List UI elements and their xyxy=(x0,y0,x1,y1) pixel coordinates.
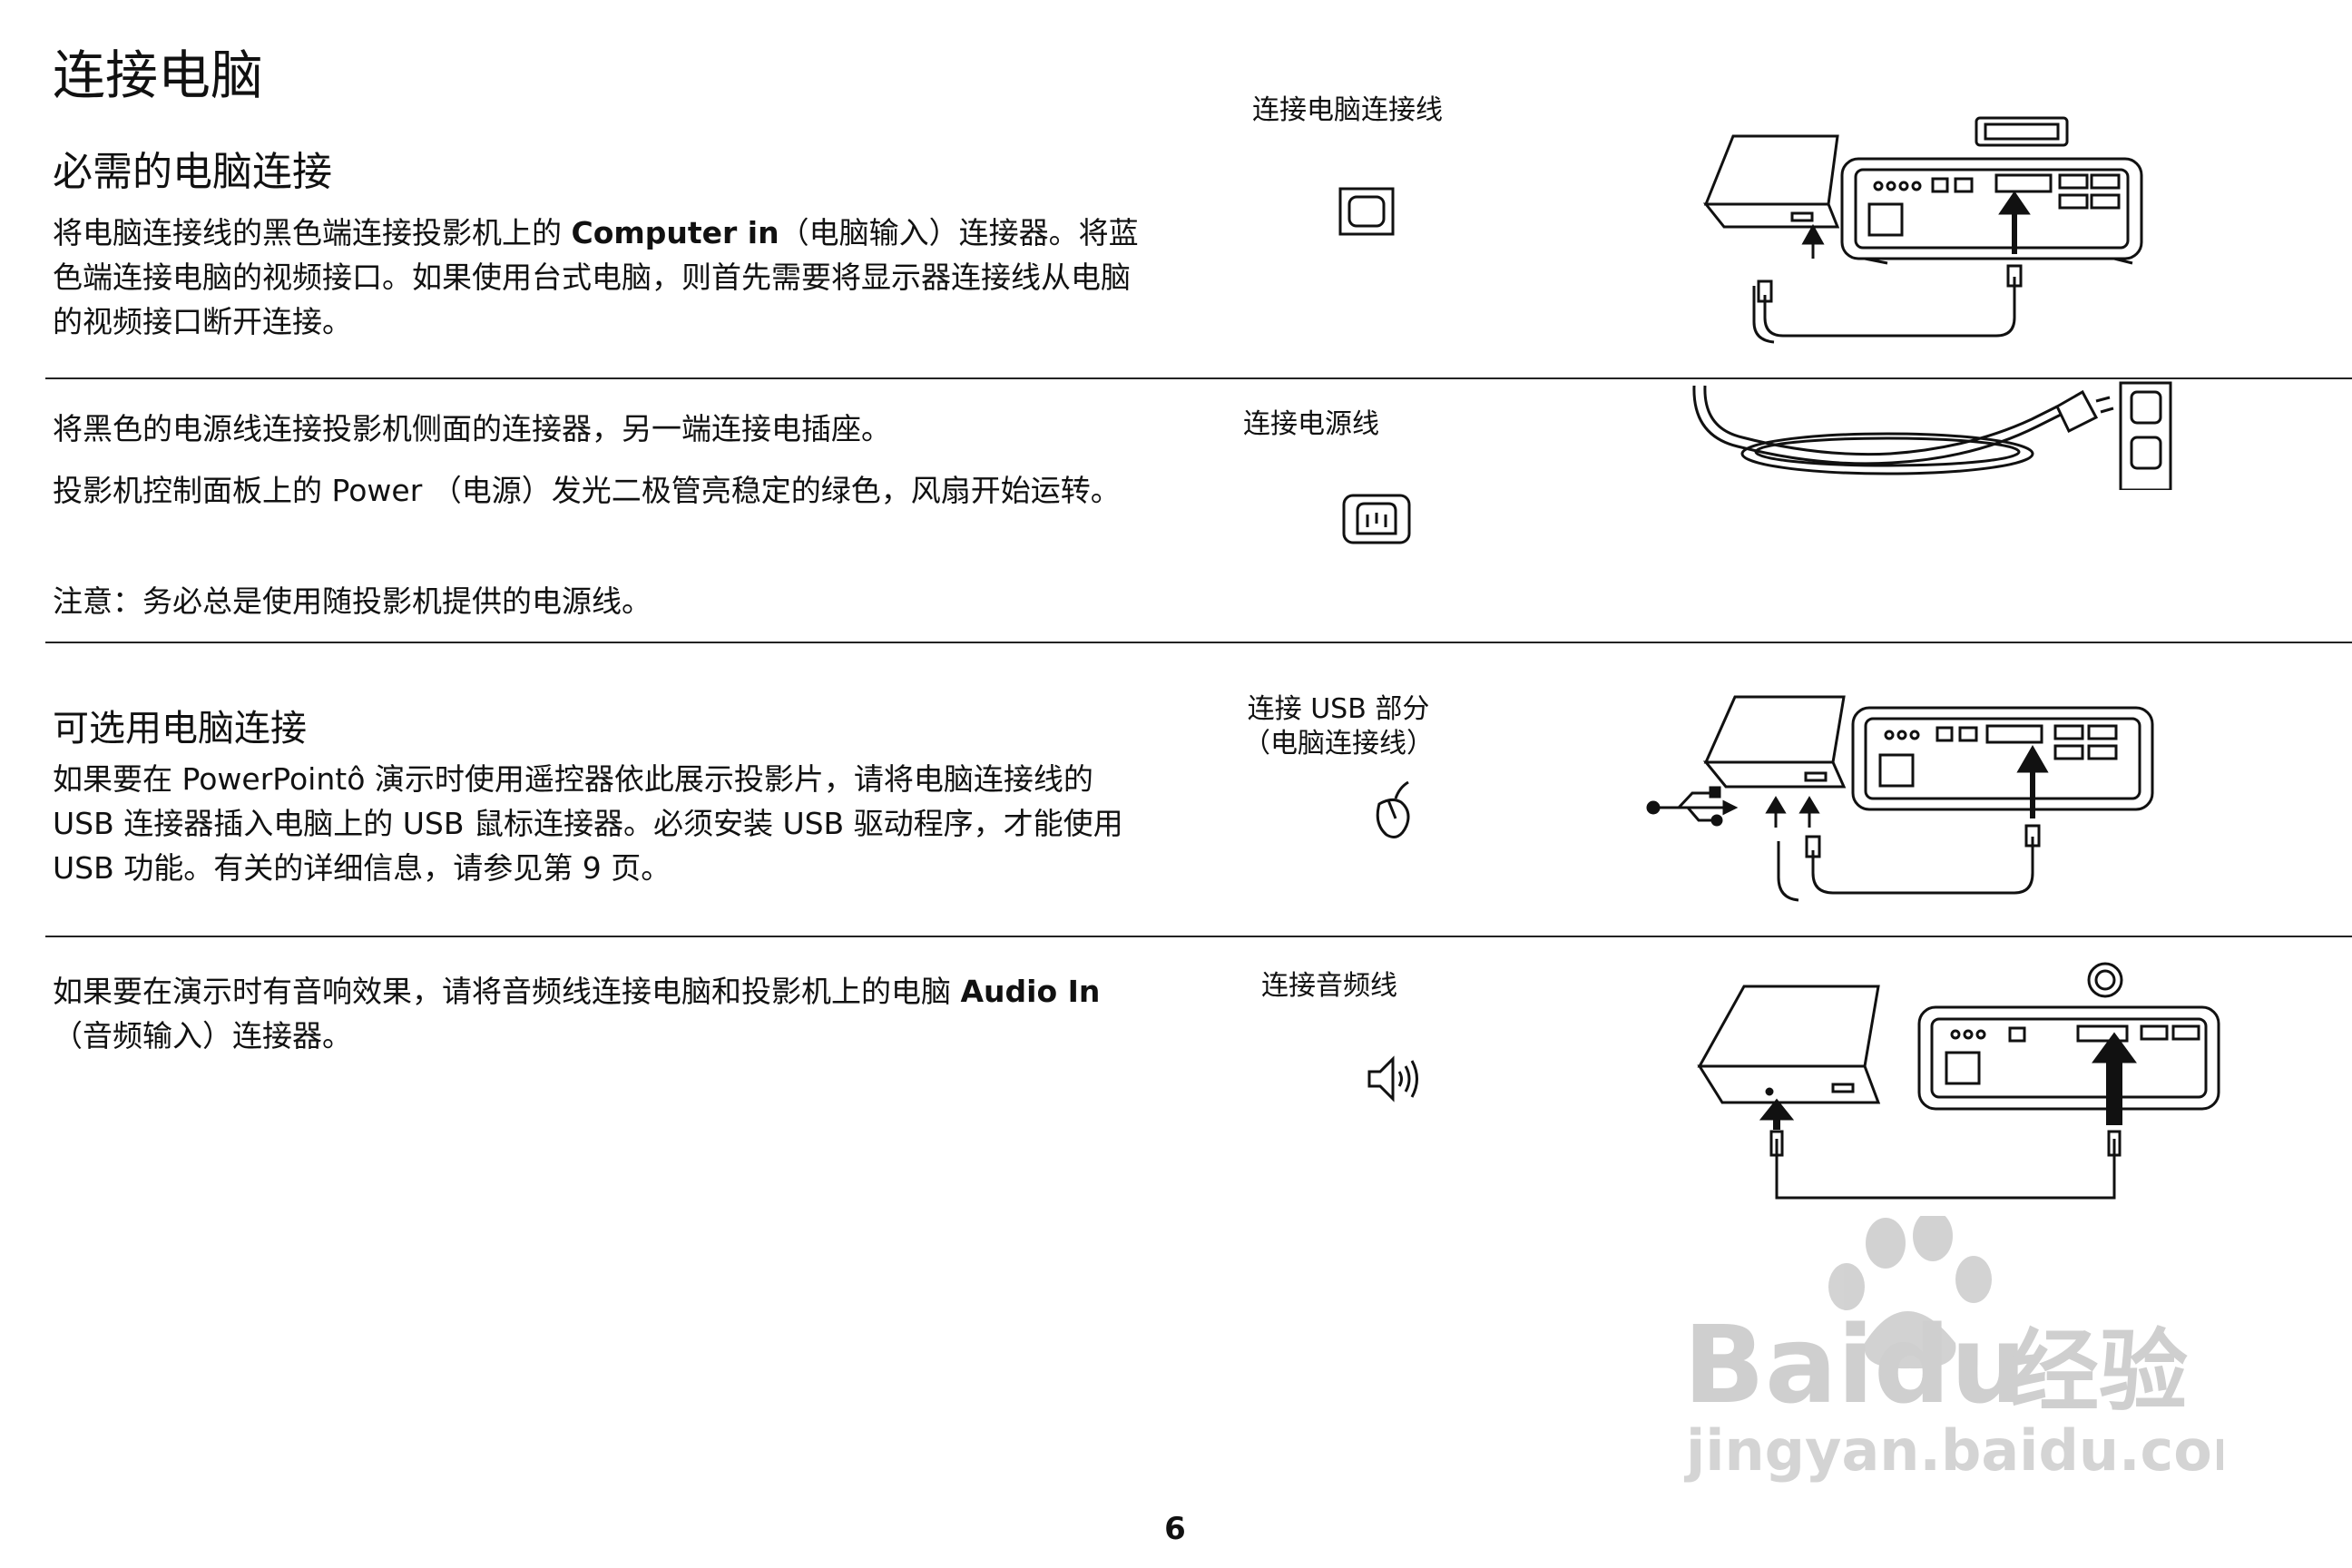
bold-term: Computer in xyxy=(571,215,779,250)
caption-usb-line-2: （电脑连接线） xyxy=(1243,728,1434,760)
bold-term: Audio In xyxy=(960,974,1101,1009)
usb-paragraph: 如果要在 PowerPointô 演示时使用遥控器依此展示投影片，请将电脑连接线… xyxy=(53,761,1123,886)
section-divider xyxy=(45,936,2352,937)
power-cable-diagram xyxy=(1692,381,2172,490)
power-paragraph-2: 投影机控制面板上的 Power （电源）发光二极管亮稳定的绿色，风扇开始运转。 xyxy=(53,473,1121,508)
watermark-brand-text: Baidu xyxy=(1683,1302,2027,1427)
caption-usb: 连接 USB 部分 （电脑连接线） xyxy=(1216,692,1461,761)
text-span: （音频输入）连接器。 xyxy=(53,1018,352,1054)
computer-cable-diagram xyxy=(1702,116,2143,344)
watermark-brand-cn-text: 经验 xyxy=(2010,1320,2188,1424)
page-title: 连接电脑 xyxy=(53,44,264,106)
section-1-paragraph: 将电脑连接线的黑色端连接投影机上的 Computer in（电脑输入）连接器。将… xyxy=(53,211,1142,344)
power-note: 注意：务必总是使用随投影机提供的电源线。 xyxy=(53,583,652,619)
mouse-icon xyxy=(1376,780,1410,838)
usb-icon xyxy=(1646,786,1739,827)
caption-computer-cable: 连接电脑连接线 xyxy=(1252,94,1443,126)
text-span: 将电脑连接线的黑色端连接投影机上的 xyxy=(53,215,572,250)
monitor-icon xyxy=(1338,187,1395,236)
text-span: 如果要在演示时有音响效果，请将音频线连接电脑和投影机上的电脑 xyxy=(53,974,961,1009)
section-heading-optional: 可选用电脑连接 xyxy=(53,708,307,750)
section-heading-required: 必需的电脑连接 xyxy=(53,149,332,195)
usb-diagram xyxy=(1646,695,2154,902)
speaker-icon xyxy=(1367,1055,1418,1102)
baidu-watermark-logo: Baidu 经验 jingyan.baidu.com xyxy=(1683,1216,2223,1484)
power-socket-icon xyxy=(1342,494,1411,544)
audio-cable-diagram xyxy=(1697,962,2220,1200)
caption-audio-cable: 连接音频线 xyxy=(1261,970,1397,1002)
audio-paragraph: 如果要在演示时有音响效果，请将音频线连接电脑和投影机上的电脑 Audio In … xyxy=(53,969,1142,1058)
section-divider xyxy=(45,377,2352,379)
section-divider xyxy=(45,642,2352,643)
power-paragraph-1: 将黑色的电源线连接投影机侧面的连接器，另一端连接电插座。 xyxy=(53,411,891,446)
watermark-url-text: jingyan.baidu.com xyxy=(1683,1417,2223,1484)
page-number: 6 xyxy=(1164,1511,1186,1547)
text-span: （电脑输入）连接器。将蓝色端连接电脑的视频接口。如果使用台式电脑，则首先需要将显… xyxy=(53,215,1139,339)
caption-usb-line-1: 连接 USB 部分 xyxy=(1247,693,1430,725)
caption-power-cable: 连接电源线 xyxy=(1243,408,1379,440)
